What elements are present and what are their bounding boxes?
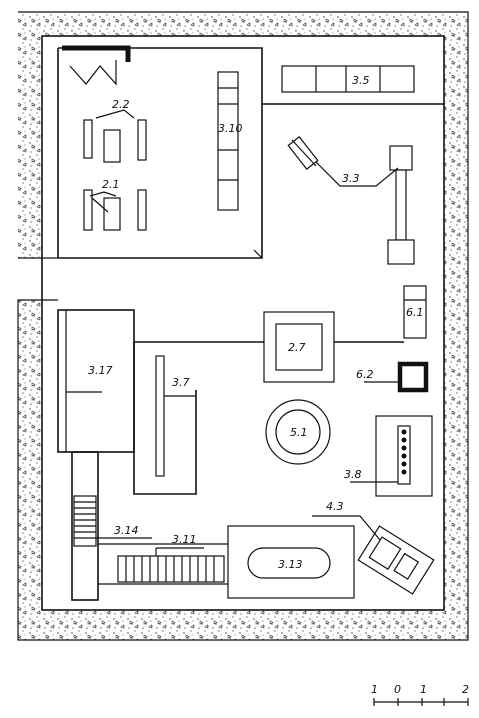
label-3-17: 3.17 <box>88 364 113 377</box>
label-3-8: 3.8 <box>344 468 362 481</box>
ground-perimeter <box>17 11 469 641</box>
gate-frame <box>62 45 131 62</box>
label-3-7: 3.7 <box>172 376 190 389</box>
scale-tick-1: 1 <box>371 683 378 696</box>
label-3-10: 3.10 <box>218 122 243 135</box>
label-6-1: 6.1 <box>406 306 424 319</box>
tank-5-1: 5.1 <box>265 399 331 465</box>
equipment-2-1: 2.1 <box>83 178 147 231</box>
label-2-1: 2.1 <box>102 178 120 191</box>
label-3-13: 3.13 <box>278 558 303 571</box>
rack-3-10: 3.10 <box>217 71 243 211</box>
gate-icon <box>69 60 117 86</box>
label-4-3: 4.3 <box>326 500 344 513</box>
unit-6-2: 6.2 <box>356 361 429 393</box>
scale-tick-2: 2 <box>462 683 469 696</box>
label-6-2: 6.2 <box>356 368 374 381</box>
label-3-14: 3.14 <box>114 524 139 537</box>
rack-3-7: 3.7 <box>155 355 196 477</box>
label-5-1: 5.1 <box>290 426 308 439</box>
lower-partitions <box>57 309 404 601</box>
machine-4-3: 4.3 <box>312 500 435 595</box>
upper-hall <box>57 45 444 259</box>
label-3-5: 3.5 <box>352 74 370 87</box>
unit-3-13: 3.13 <box>227 525 355 599</box>
scale-tick-1b: 1 <box>420 683 427 696</box>
scale-bar: 1 0 1 2 <box>371 683 469 706</box>
unit-6-1: 6.1 <box>403 285 427 339</box>
stairs-3-14: 3.14 <box>73 495 152 547</box>
crane-3-3: 3.3 <box>287 136 415 265</box>
equipment-2-2: 2.2 <box>83 98 147 163</box>
unit-2-7: 2.7 <box>263 311 335 383</box>
label-2-7: 2.7 <box>288 341 306 354</box>
unit-3-8: 3.8 <box>344 415 433 497</box>
label-3-3: 3.3 <box>342 172 360 185</box>
label-3-11: 3.11 <box>172 533 197 546</box>
scale-tick-0: 0 <box>394 683 401 696</box>
label-2-2: 2.2 <box>112 98 130 111</box>
conveyor-3-11: 3.11 <box>117 533 225 583</box>
outer-wall <box>41 35 445 611</box>
bench-3-5: 3.5 <box>281 65 415 93</box>
